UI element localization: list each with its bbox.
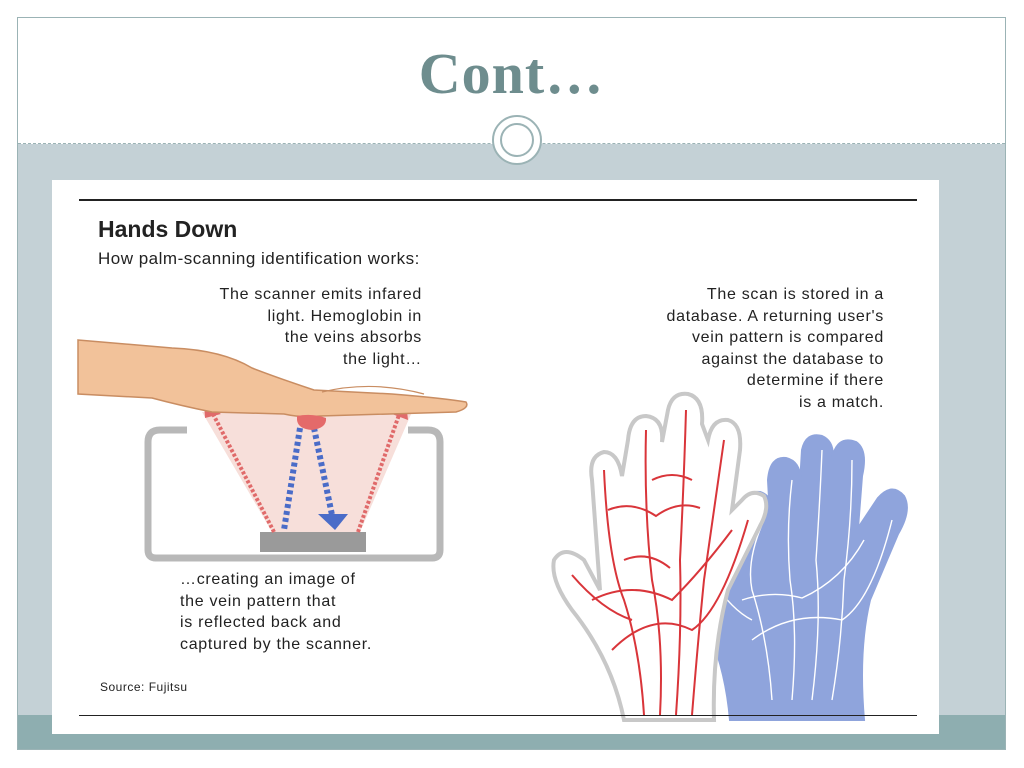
scanner-housing — [144, 426, 444, 562]
reflection-caption-line: the vein pattern that — [180, 592, 337, 610]
reflected-ray — [311, 427, 335, 516]
top-rule — [79, 199, 917, 201]
red-vein-pattern — [571, 409, 749, 716]
palm-scan-figure: Hands Down How palm-scanning identificat… — [52, 180, 939, 734]
figure-subheading: How palm-scanning identification works: — [98, 249, 420, 268]
palm-scanner-illustration — [77, 339, 908, 722]
hand-icon — [77, 339, 468, 418]
database-caption-line: determine if there — [746, 372, 884, 389]
circle-ornament-icon — [492, 115, 542, 165]
reflection-caption: …creating an image of the vein pattern t… — [180, 569, 480, 655]
red-vein-hand — [551, 391, 769, 722]
database-caption: The scan is stored in a database. A retu… — [532, 284, 884, 413]
reflected-ray — [281, 427, 303, 531]
reflection-caption-line: is reflected back and — [180, 614, 342, 631]
scanner-caption-line: The scanner emits infared — [219, 286, 422, 303]
database-caption-line: against the database to — [701, 350, 884, 368]
database-caption-line: vein pattern is compared — [691, 329, 884, 346]
slide-title: Cont… — [418, 41, 605, 106]
light-cone — [202, 412, 412, 532]
database-caption-line: The scan is stored in a — [706, 286, 884, 303]
emitted-ray — [356, 411, 402, 533]
reflection-caption-line: captured by the scanner. — [180, 635, 373, 653]
emitted-ray — [210, 411, 276, 533]
figure-heading: Hands Down — [98, 216, 238, 242]
ray-arrow-icon — [318, 514, 348, 530]
blue-vein-pattern — [711, 449, 893, 701]
scanner-caption-line: light. Hemoglobin in — [267, 307, 422, 325]
scanner-caption: The scanner emits infared light. Hemoglo… — [92, 284, 422, 370]
database-caption-line: is a match. — [798, 393, 884, 411]
source-credit: Source: Fujitsu — [100, 680, 188, 694]
sensor-icon — [260, 532, 366, 552]
scanner-caption-line: the veins absorbs — [284, 329, 422, 346]
reflection-caption-line: …creating an image of — [180, 571, 356, 588]
bottom-rule — [79, 715, 917, 716]
database-caption-line: database. A returning user's — [666, 307, 884, 325]
finger-crease — [321, 385, 425, 395]
scanner-caption-line: the light… — [342, 350, 422, 368]
fingertip-icon — [297, 414, 327, 430]
